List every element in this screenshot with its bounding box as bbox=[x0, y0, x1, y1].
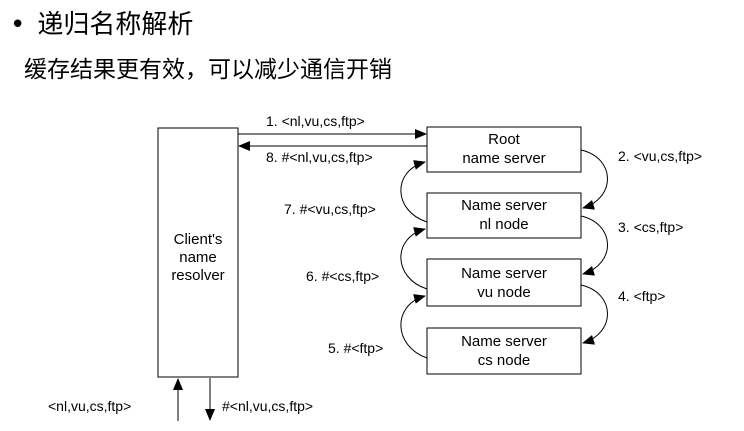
vu-server-line2: vu node bbox=[477, 284, 530, 301]
vu-server-line1: Name server bbox=[461, 265, 547, 282]
label-step6: 6. #<cs,ftp> bbox=[306, 268, 379, 284]
cs-server-box bbox=[426, 327, 582, 375]
arrow-step7 bbox=[400, 160, 428, 223]
arrow-step3 bbox=[580, 215, 608, 276]
cs-server-line2: cs node bbox=[478, 352, 531, 369]
label-step3: 3. <cs,ftp> bbox=[618, 219, 683, 235]
nl-server-line2: nl node bbox=[479, 216, 528, 233]
label-step1: 1. <nl,vu,cs,ftp> bbox=[266, 113, 365, 129]
root-server-line1: Root bbox=[488, 131, 521, 148]
bullet-dot: • bbox=[10, 10, 26, 40]
root-server-line2: name server bbox=[462, 150, 545, 167]
client-label-line2: name bbox=[179, 249, 217, 266]
arrow-step2 bbox=[580, 149, 608, 210]
label-output: #<nl,vu,cs,ftp> bbox=[222, 398, 313, 414]
arrow-step6 bbox=[400, 227, 428, 290]
vu-server-box bbox=[426, 258, 582, 307]
root-server-box bbox=[426, 126, 582, 173]
label-input: <nl,vu,cs,ftp> bbox=[48, 398, 131, 414]
nl-server-box bbox=[426, 192, 582, 239]
label-step8: 8. #<nl,vu,cs,ftp> bbox=[266, 149, 373, 165]
label-step2: 2. <vu,cs,ftp> bbox=[618, 148, 702, 164]
heading: • 递归名称解析 bbox=[10, 4, 193, 41]
nl-server-line1: Name server bbox=[461, 197, 547, 214]
label-step4: 4. <ftp> bbox=[618, 288, 665, 304]
cs-server-line1: Name server bbox=[461, 333, 547, 350]
client-resolver-box bbox=[157, 127, 239, 378]
page-title: 递归名称解析 bbox=[37, 10, 194, 40]
arrow-step4 bbox=[580, 284, 608, 345]
client-label-line3: resolver bbox=[171, 267, 224, 284]
arrow-step5 bbox=[400, 294, 428, 359]
subtitle: 缓存结果更有效，可以减少通信开销 bbox=[24, 57, 392, 83]
client-label-line1: Client's bbox=[174, 231, 223, 248]
label-step5: 5. #<ftp> bbox=[328, 340, 383, 356]
label-step7: 7. #<vu,cs,ftp> bbox=[284, 201, 376, 217]
